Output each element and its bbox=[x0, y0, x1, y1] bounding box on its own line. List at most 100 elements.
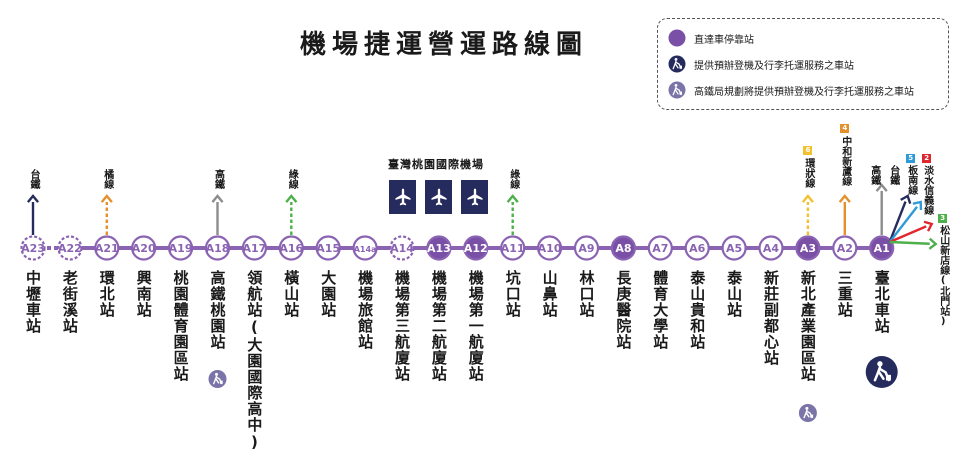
station-a23[interactable]: A23 bbox=[20, 235, 46, 261]
station-marker bbox=[869, 235, 895, 261]
line-number-badge: 6 bbox=[803, 146, 813, 155]
station-name: 橫山站 bbox=[282, 270, 301, 318]
station-a19[interactable]: A19 bbox=[168, 235, 194, 261]
station-name: 機場旅館站 bbox=[356, 270, 375, 350]
transfer-label: 綠線 bbox=[507, 169, 519, 189]
station-a6[interactable]: A6 bbox=[684, 235, 710, 261]
station-name: 泰山站 bbox=[725, 270, 744, 318]
transfer-label: 中和新蘆線 bbox=[839, 136, 851, 186]
transfer-arrow bbox=[801, 194, 814, 235]
station-marker bbox=[315, 235, 341, 261]
station-a22[interactable]: A22 bbox=[57, 235, 83, 261]
transfer-arrow bbox=[211, 194, 224, 235]
airplane-icon bbox=[425, 180, 452, 214]
station-name: 高鐵桃園站 bbox=[208, 270, 227, 350]
station-name: 坑口站 bbox=[503, 270, 522, 318]
legend-row-check-in: 提供預辦登機及行李托運服務之車站 bbox=[668, 55, 854, 73]
station-marker bbox=[278, 235, 304, 261]
planned-check-in-icon bbox=[798, 404, 817, 422]
station-name: 新莊副都心站 bbox=[762, 270, 780, 366]
station-code: A13 bbox=[427, 242, 451, 255]
station-a17[interactable]: A17 bbox=[241, 235, 267, 261]
station-a14[interactable]: A14 bbox=[389, 235, 415, 261]
station-a11[interactable]: A11 bbox=[500, 235, 526, 261]
transfer-label: 橘線 bbox=[101, 169, 113, 189]
transfer-label: 台鐵 bbox=[28, 169, 39, 189]
transfer-label: 淡水信義線 bbox=[921, 165, 933, 215]
station-name: 長庚醫院站 bbox=[614, 270, 633, 350]
station-marker bbox=[610, 235, 637, 261]
check-in-icon bbox=[668, 55, 686, 73]
station-a5[interactable]: A5 bbox=[721, 235, 747, 261]
page-title: 機場捷運營運路線圖 bbox=[300, 30, 589, 60]
station-marker bbox=[168, 235, 194, 261]
station-a9[interactable]: A9 bbox=[573, 235, 600, 261]
station-a21[interactable]: A21 bbox=[94, 235, 120, 261]
station-marker bbox=[57, 235, 83, 261]
transfer-arrow bbox=[875, 183, 888, 235]
station-a20[interactable]: A20 bbox=[131, 235, 157, 261]
station-marker bbox=[647, 235, 673, 261]
station-code: A3 bbox=[800, 242, 816, 255]
station-marker bbox=[795, 235, 821, 261]
station-code: A5 bbox=[726, 242, 742, 255]
station-name: 機場第三航廈站 bbox=[393, 270, 411, 382]
station-name: 體育大學站 bbox=[651, 270, 670, 350]
station-name: 大園站 bbox=[319, 270, 338, 318]
station-code: A14a bbox=[354, 245, 377, 254]
line-number-badge: 2 bbox=[922, 154, 932, 163]
station-name: 老街溪站 bbox=[60, 270, 79, 334]
station-code: A4 bbox=[763, 242, 780, 255]
station-a1[interactable]: A1 bbox=[869, 235, 895, 261]
airplane-icon bbox=[461, 180, 488, 214]
transfer-arrow bbox=[100, 194, 113, 235]
station-name: 山鼻站 bbox=[540, 270, 559, 318]
station-a18[interactable]: A18 bbox=[204, 235, 231, 261]
airport-label: 臺灣桃園國際機場 bbox=[388, 158, 484, 171]
station-a7[interactable]: A7 bbox=[647, 235, 673, 261]
station-code: A14 bbox=[390, 242, 414, 255]
station-a4[interactable]: A4 bbox=[758, 235, 784, 261]
station-marker bbox=[389, 235, 415, 261]
transfer-label: 環狀線 bbox=[802, 158, 814, 188]
station-code: A2 bbox=[837, 242, 853, 255]
station-code: A21 bbox=[95, 242, 119, 255]
legend-label: 高鐵局規劃將提供預辦登機及行李托運服務之車站 bbox=[694, 86, 914, 98]
station-a8[interactable]: A8 bbox=[610, 235, 637, 261]
station-a10[interactable]: A10 bbox=[536, 235, 563, 261]
station-a3[interactable]: A3 bbox=[795, 235, 821, 261]
station-code: A9 bbox=[578, 242, 594, 255]
station-code: A19 bbox=[169, 242, 193, 255]
station-code: A17 bbox=[242, 242, 266, 255]
line-number-badge: 3 bbox=[938, 214, 948, 223]
station-a14a[interactable]: A14a bbox=[352, 235, 378, 261]
station-marker bbox=[758, 235, 784, 261]
legend-row-planned-check-in: 高鐵局規劃將提供預辦登機及行李托運服務之車站 bbox=[668, 81, 914, 99]
station-name: 環北站 bbox=[97, 270, 116, 318]
station-a16[interactable]: A16 bbox=[278, 235, 304, 261]
station-a2[interactable]: A2 bbox=[832, 235, 858, 261]
airplane-icon bbox=[389, 180, 416, 214]
station-name: 中壢車站 bbox=[24, 270, 42, 334]
legend-row-express: 直達車停靠站 bbox=[668, 29, 754, 47]
station-marker bbox=[352, 235, 378, 261]
station-code: A8 bbox=[615, 242, 631, 255]
transfer-label: 綠線 bbox=[286, 169, 298, 189]
station-marker bbox=[20, 235, 46, 261]
station-a13[interactable]: A13 bbox=[426, 235, 452, 261]
line-number-badge: 5 bbox=[906, 154, 916, 163]
station-code: A23 bbox=[21, 242, 45, 255]
station-code: A20 bbox=[132, 242, 156, 255]
transfer-arrow bbox=[889, 237, 938, 250]
transfer-arrow bbox=[26, 194, 40, 235]
station-name: 機場第一航廈站 bbox=[466, 270, 485, 382]
station-code: A7 bbox=[652, 242, 668, 255]
station-a15[interactable]: A15 bbox=[315, 235, 341, 261]
station-marker bbox=[241, 235, 267, 261]
legend-label: 直達車停靠站 bbox=[694, 34, 754, 46]
station-name: 新北產業園區站 bbox=[798, 270, 817, 382]
station-a12[interactable]: A12 bbox=[463, 235, 489, 261]
station-marker bbox=[832, 235, 858, 261]
station-code: A22 bbox=[58, 242, 82, 255]
